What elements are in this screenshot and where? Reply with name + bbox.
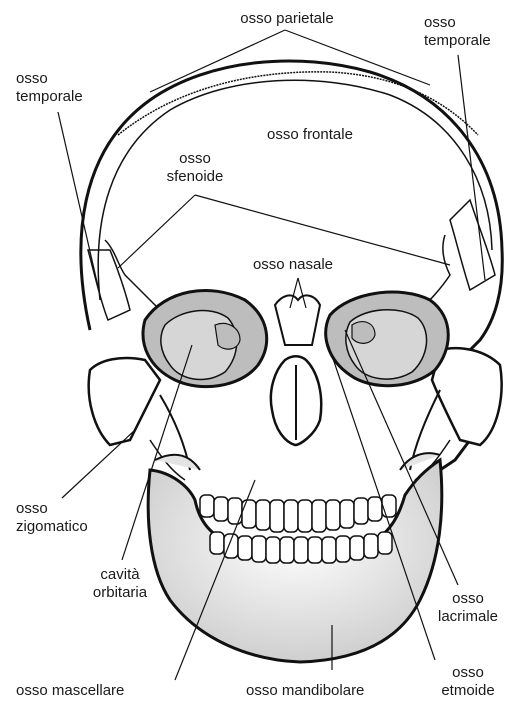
label-osso-temporale-right: osso temporale [424, 14, 524, 50]
label-osso-lacrimale: osso lacrimale [418, 590, 518, 626]
zygomatic-right [432, 348, 502, 445]
mandible-ramus-left [155, 455, 200, 470]
label-osso-etmoide: osso etmoide [418, 664, 518, 700]
label-osso-frontale: osso frontale [245, 126, 375, 144]
label-osso-nasale: osso nasale [228, 256, 358, 274]
orbit-right-spot [352, 322, 375, 344]
label-osso-zigomatico: osso zigomatico [16, 500, 126, 536]
label-osso-sfenoide: osso sfenoide [150, 150, 240, 186]
zygomatic-left [89, 358, 160, 445]
label-osso-parietale: osso parietale [212, 10, 362, 28]
sphenoid-suture-left [105, 240, 160, 310]
temporal-left-region [88, 250, 130, 320]
upper-teeth [200, 495, 396, 532]
nasal-bone [275, 295, 320, 345]
orbit-right-inner [346, 310, 427, 379]
label-osso-temporale-left: osso temporale [16, 70, 116, 106]
label-osso-mandibolare: osso mandibolare [246, 682, 416, 700]
label-osso-mascellare: osso mascellare [16, 682, 176, 700]
label-cavita-orbitaria: cavità orbitaria [70, 566, 170, 602]
